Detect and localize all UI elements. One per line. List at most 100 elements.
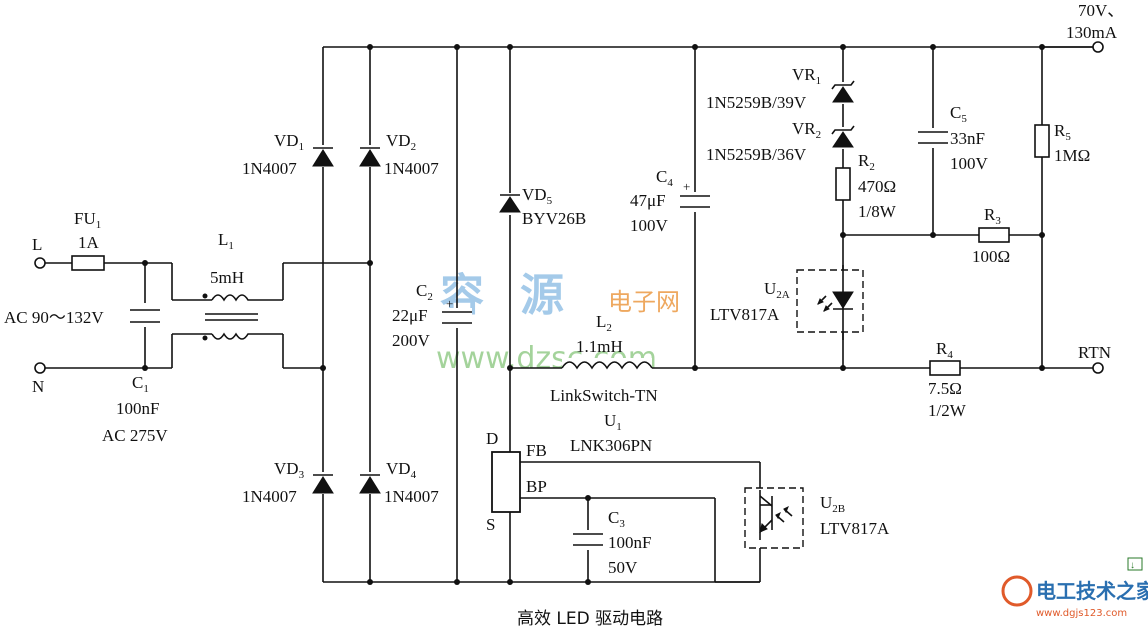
label-r3-value: 100Ω	[972, 247, 1010, 266]
resistor-r2	[835, 167, 851, 201]
zener-vr1	[831, 80, 855, 104]
label-rtn: RTN	[1078, 343, 1111, 362]
label-c5-value2: 100V	[950, 154, 989, 173]
label-vr1: VR1	[792, 65, 821, 87]
svg-text:源: 源	[520, 270, 564, 321]
label-vd2-value: 1N4007	[384, 159, 439, 178]
label-c1-value2: AC 275V	[102, 426, 168, 445]
label-u1-value: LNK306PN	[570, 436, 652, 455]
capacitor-c3	[573, 530, 603, 550]
label-u1-pin-bp: BP	[526, 477, 547, 496]
diode-vd3	[312, 472, 334, 494]
label-u2a: U2A	[764, 279, 790, 301]
label-c1: C1	[132, 373, 149, 395]
label-c3-value1: 100nF	[608, 533, 651, 552]
label-vd4-value: 1N4007	[384, 487, 439, 506]
label-c4: C4	[656, 167, 673, 189]
capacitor-c5	[918, 128, 948, 148]
label-c3-value2: 50V	[608, 558, 638, 577]
svg-text:www.dgjs123.com: www.dgjs123.com	[1036, 608, 1127, 619]
label-u2b: U2B	[820, 493, 845, 515]
label-r5: R5	[1054, 121, 1071, 143]
label-vd2: VD2	[386, 131, 416, 153]
resistor-r5	[1034, 124, 1050, 158]
terminal-out-positive	[1092, 41, 1104, 53]
label-c5-value1: 33nF	[950, 129, 985, 148]
label-u1-pin-d: D	[486, 429, 498, 448]
label-output-voltage: 70V、	[1078, 1, 1124, 20]
terminals	[34, 41, 1104, 374]
label-u2b-value: LTV817A	[820, 519, 890, 538]
svg-text:电子网: 电子网	[608, 288, 680, 316]
label-u1-family: LinkSwitch-TN	[550, 386, 658, 405]
label-vr1-value: 1N5259B/39V	[706, 93, 807, 112]
wires	[40, 46, 1093, 583]
diode-vd4	[359, 472, 381, 494]
resistor-r3	[978, 227, 1010, 243]
svg-text:电工技术之家: 电工技术之家	[1036, 579, 1148, 603]
label-l1: L1	[218, 230, 234, 252]
label-c4-value1: 47μF	[630, 191, 666, 210]
label-l1-value: 5mH	[210, 268, 244, 287]
terminal-l	[34, 257, 46, 269]
optocoupler-u2a	[796, 265, 864, 340]
diode-vd5	[499, 193, 521, 215]
label-output-current: 130mA	[1066, 23, 1118, 42]
label-c2-value2: 200V	[392, 331, 431, 350]
junction-dots	[142, 44, 1045, 585]
label-r4-value1: 7.5Ω	[928, 379, 962, 398]
label-vd4: VD4	[386, 459, 417, 481]
svg-text:+: +	[683, 179, 690, 194]
svg-text:↓: ↓	[1130, 560, 1135, 571]
label-c5: C5	[950, 103, 967, 125]
label-r4: R4	[936, 339, 953, 361]
label-l2-value: 1.1mH	[576, 337, 623, 356]
label-vr2-value: 1N5259B/36V	[706, 145, 807, 164]
label-r2: R2	[858, 151, 875, 173]
label-vd3: VD3	[274, 459, 305, 481]
label-u1-pin-s: S	[486, 515, 495, 534]
diode-vd1	[312, 145, 334, 167]
label-vd1-value: 1N4007	[242, 159, 297, 178]
label-fu1-value: 1A	[78, 233, 100, 252]
label-r2-value2: 1/8W	[858, 202, 897, 221]
terminal-n	[34, 362, 46, 374]
label-u1-pin-fb: FB	[526, 441, 547, 460]
corner-logo: ↓ 电工技术之家 www.dgjs123.com	[1001, 557, 1148, 619]
label-r4-value2: 1/2W	[928, 401, 967, 420]
label-n: N	[32, 377, 44, 396]
resistor-r4	[929, 360, 961, 376]
label-u1: U1	[604, 411, 622, 433]
optocoupler-u2b	[744, 487, 804, 549]
zener-vr2	[831, 125, 855, 149]
label-ac-input: AC 90～132V	[4, 308, 104, 327]
label-l: L	[32, 235, 42, 254]
label-r2-value1: 470Ω	[858, 177, 896, 196]
label-c2-value1: 22μF	[392, 306, 428, 325]
inductor-l2	[561, 358, 653, 370]
label-vd5-value: BYV26B	[522, 209, 586, 228]
label-r3: R3	[984, 205, 1001, 227]
fuse-fu1	[71, 255, 105, 271]
label-u2a-value: LTV817A	[710, 305, 780, 324]
label-c4-value2: 100V	[630, 216, 669, 235]
figure-caption: 高效 LED 驱动电路	[517, 609, 663, 629]
label-vd5: VD5	[522, 185, 553, 207]
label-c3: C3	[608, 508, 625, 530]
label-vd1: VD1	[274, 131, 304, 153]
diode-vd2	[359, 145, 381, 167]
labels: L N AC 90～132V FU1 1A C1 100nF AC 275V L…	[4, 1, 1124, 629]
label-c1-value1: 100nF	[116, 399, 159, 418]
svg-text:+: +	[446, 296, 453, 311]
capacitor-c2: +	[442, 296, 472, 328]
label-l2: L2	[596, 312, 612, 334]
label-vd3-value: 1N4007	[242, 487, 297, 506]
label-fu1: FU1	[74, 209, 101, 231]
capacitor-c4: +	[680, 179, 710, 212]
label-vr2: VR2	[792, 119, 821, 141]
label-r5-value: 1MΩ	[1054, 146, 1090, 165]
inductor-l1	[202, 293, 258, 341]
terminal-rtn	[1092, 362, 1104, 374]
label-c2: C2	[416, 281, 433, 303]
